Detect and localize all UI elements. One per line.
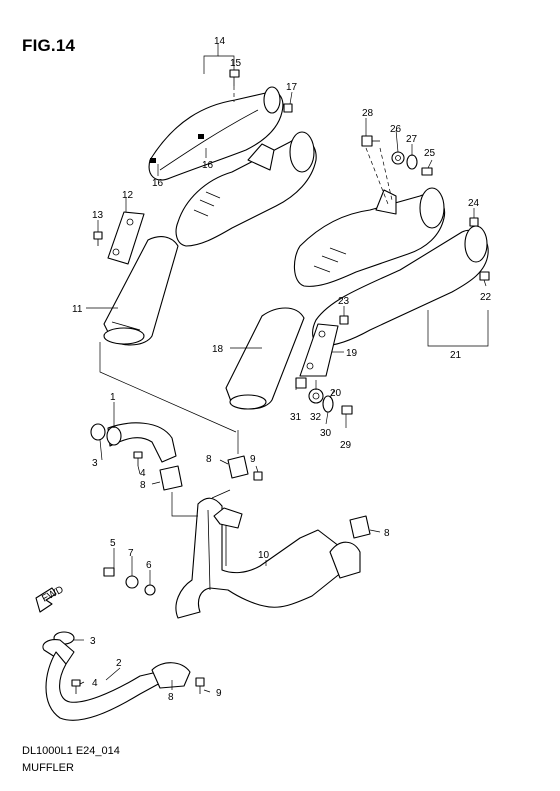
bolt-4-lower (71, 679, 81, 694)
callout-16-left: 16 (152, 178, 164, 189)
cushion-7 (125, 575, 139, 589)
nut-23 (339, 315, 349, 325)
left-muffler-cover (148, 86, 284, 181)
callout-15: 15 (230, 58, 242, 69)
bolt-25 (421, 167, 433, 176)
callout-28: 28 (362, 108, 374, 119)
callout-11: 11 (72, 304, 83, 315)
callout-12: 12 (122, 190, 134, 201)
left-muffler-body (175, 131, 317, 247)
diagram-name: MUFFLER (22, 762, 74, 774)
callout-8-mid: 8 (206, 454, 212, 465)
callout-31: 31 (290, 412, 302, 423)
clamp-9-upper (253, 471, 263, 481)
washer-27 (406, 154, 418, 170)
callout-19: 19 (346, 348, 358, 359)
callout-27: 27 (406, 134, 418, 145)
callout-24: 24 (468, 198, 480, 209)
connector-8-right (349, 515, 371, 539)
callout-2: 2 (116, 658, 122, 669)
callout-21: 21 (450, 350, 462, 361)
callout-17: 17 (286, 82, 298, 93)
fwd-label: FWD (40, 584, 65, 604)
callout-6: 6 (146, 560, 152, 571)
callout-8-lower: 8 (168, 692, 174, 703)
washer-26 (391, 151, 405, 165)
bolt-13 (93, 231, 103, 246)
washer-6 (144, 584, 156, 596)
bolt-15 (229, 69, 240, 86)
callout-18: 18 (212, 344, 224, 355)
callout-5: 5 (110, 538, 116, 549)
bolt-31 (295, 377, 307, 389)
callout-7: 7 (128, 548, 134, 559)
callout-30: 30 (320, 428, 332, 439)
callout-14: 14 (214, 36, 226, 47)
left-muffler-bracket (107, 211, 145, 265)
bolt-22 (479, 271, 490, 281)
diagram-code: DL1000L1 E24_014 (22, 745, 120, 757)
callout-16-right: 16 (202, 160, 214, 171)
callout-29: 29 (340, 440, 352, 451)
clamp-9-lower (195, 677, 205, 694)
figure-title: FIG.14 (22, 36, 76, 55)
callout-8-right: 8 (384, 528, 390, 539)
callout-25: 25 (424, 148, 436, 159)
bolt-24 (469, 217, 479, 227)
callout-8-left: 8 (140, 480, 146, 491)
callout-26: 26 (390, 124, 402, 135)
bolt-5 (103, 567, 115, 577)
callout-22: 22 (480, 292, 492, 303)
bolt-29 (341, 405, 353, 415)
right-muffler-bracket (299, 323, 339, 377)
callout-13: 13 (92, 210, 104, 221)
callout-10: 10 (258, 550, 270, 561)
connector-8-mid (227, 455, 249, 479)
callout-4-upper: 4 (140, 468, 146, 479)
bolt-28 (361, 135, 380, 147)
bolt-4-upper (133, 451, 143, 466)
callout-32: 32 (310, 412, 322, 423)
exhaust-pipe-1 (90, 422, 177, 463)
spacer-32 (308, 388, 324, 404)
callout-1: 1 (110, 392, 116, 403)
bolt-17 (283, 103, 293, 113)
callout-3-upper: 3 (92, 458, 98, 469)
right-muffler-body (293, 187, 446, 287)
callout-3-lower: 3 (90, 636, 96, 647)
callout-9-upper: 9 (250, 454, 256, 465)
callout-23: 23 (338, 296, 350, 307)
callout-20: 20 (330, 388, 342, 399)
callout-9-lower: 9 (216, 688, 222, 699)
fwd-arrow-icon: FWD (35, 584, 66, 613)
left-muffler-link-pipe (103, 236, 179, 346)
right-muffler-link-pipe (225, 307, 305, 410)
connector-8-upper-left (159, 465, 183, 491)
callout-4-lower: 4 (92, 678, 98, 689)
exhaust-y-pipe-10 (175, 497, 361, 619)
exhaust-pipe-2 (42, 631, 191, 721)
